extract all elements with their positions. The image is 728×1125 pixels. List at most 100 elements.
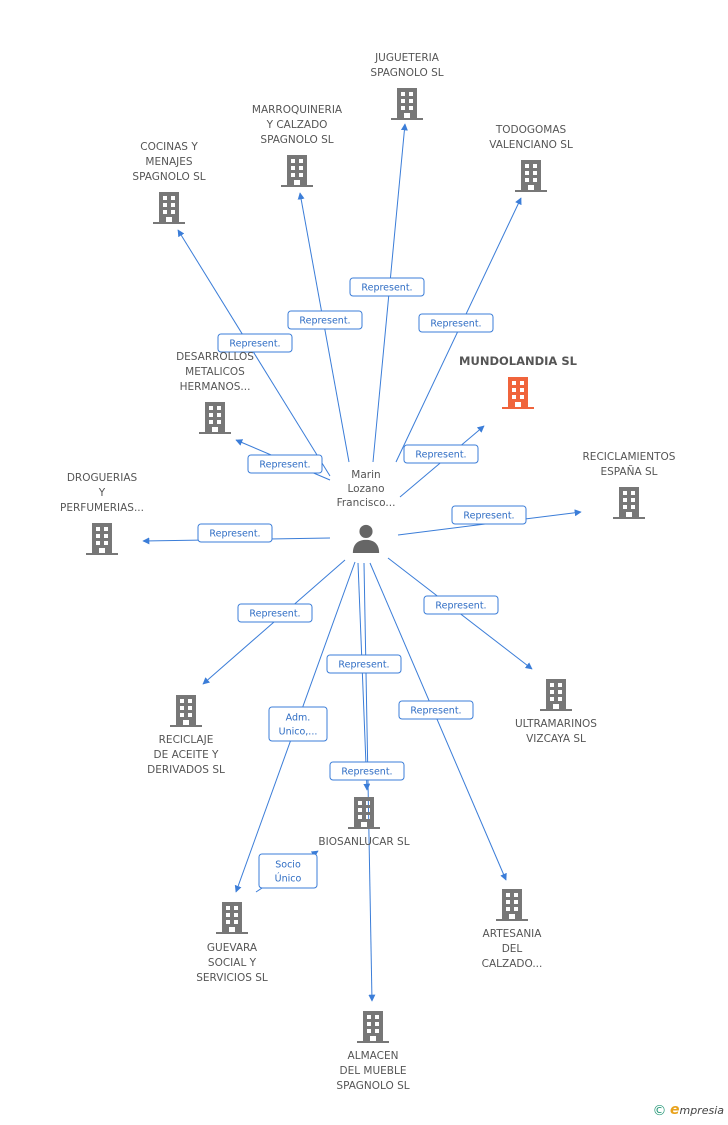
company-name-line: ESPAÑA SL: [600, 465, 657, 478]
relation-label-text: Represent.: [361, 283, 412, 294]
building-icon: [86, 523, 118, 555]
brand-name: mpresia: [679, 1104, 724, 1117]
company-name-line: SOCIAL Y: [208, 957, 257, 969]
company-name-line: COCINAS Y: [140, 141, 198, 153]
company-node-artesania[interactable]: ARTESANIADELCALZADO...: [482, 889, 543, 970]
relation-label-box: [197, 523, 273, 543]
company-node-marroquineria[interactable]: MARROQUINERIA Y CALZADO SPAGNOLO SL: [252, 104, 343, 187]
company-name-line: ARTESANIA: [483, 928, 543, 940]
company-name-line: HERMANOS...: [180, 381, 251, 393]
building-icon: [153, 192, 185, 224]
company-name-line: DERIVADOS SL: [147, 764, 225, 776]
building-icon: [357, 1011, 389, 1043]
company-name-line: Y: [98, 487, 106, 499]
relation-label[interactable]: Represent.: [403, 444, 479, 464]
relation-label[interactable]: Represent.: [287, 310, 363, 330]
relation-label[interactable]: Represent.: [217, 333, 293, 353]
relation-label[interactable]: Represent.: [418, 313, 494, 333]
relation-label[interactable]: Represent.: [398, 700, 474, 720]
person-name-line: Marin: [351, 469, 380, 481]
building-icon: [199, 402, 231, 434]
company-name-line: DEL MUEBLE: [340, 1065, 407, 1077]
relation-label[interactable]: Represent.: [451, 505, 527, 525]
relation-label-text: Represent.: [259, 460, 310, 471]
building-icon: [216, 902, 248, 934]
company-name-line: RECICLAMIENTOS: [583, 451, 676, 463]
relation-label[interactable]: Adm. Unico,...: [268, 706, 328, 742]
building-icon: [540, 679, 572, 711]
relation-label-box: [326, 654, 402, 674]
relation-label[interactable]: Represent.: [326, 654, 402, 674]
relation-label-text: Socio: [275, 860, 301, 871]
company-name-line: ULTRAMARINOS: [515, 718, 597, 730]
relation-label-box: [217, 333, 293, 353]
relation-label[interactable]: Represent.: [197, 523, 273, 543]
relation-label-box: [418, 313, 494, 333]
person-name-line: Francisco...: [337, 497, 396, 509]
company-name-line: Y CALZADO: [266, 119, 328, 131]
copyright-symbol: ©: [652, 1103, 667, 1119]
person-node-center[interactable]: MarinLozanoFrancisco...: [337, 469, 396, 553]
person-icon: [352, 524, 380, 553]
relation-label-box: [423, 595, 499, 615]
company-name-line: SERVICIOS SL: [196, 972, 268, 984]
relation-label-text: Unico,...: [279, 727, 318, 738]
building-icon: [348, 797, 380, 829]
relation-label-text: Adm.: [286, 713, 311, 724]
relation-label-box: [247, 454, 323, 474]
edge-line-artesania: [369, 562, 507, 881]
relation-label-text: Represent.: [229, 339, 280, 350]
relation-label-box: [349, 277, 425, 297]
company-name-line: RECICLAJE: [159, 734, 214, 746]
relation-label-text: Represent.: [299, 316, 350, 327]
relation-label-box: [237, 603, 313, 623]
relation-label-text: Represent.: [463, 511, 514, 522]
relation-label-box: [398, 700, 474, 720]
company-name-line: GUEVARA: [207, 942, 258, 954]
building-icon: [502, 377, 534, 409]
company-node-desarrollos[interactable]: DESARROLLOS METALICOS HERMANOS...: [176, 351, 254, 434]
relation-label-text: Represent.: [430, 319, 481, 330]
relation-label-text: Represent.: [338, 660, 389, 671]
company-name-line: SPAGNOLO SL: [260, 134, 333, 146]
company-name-line: PERFUMERIAS...: [60, 502, 144, 514]
company-name-line: METALICOS: [185, 366, 245, 378]
company-name-line: ALMACEN: [348, 1050, 399, 1062]
relation-label-box: [451, 505, 527, 525]
company-name-line: DE ACEITE Y: [154, 749, 220, 761]
relation-label[interactable]: Represent.: [349, 277, 425, 297]
edge-labels: Represent. Represent. Represent. Represent.…: [197, 277, 527, 889]
building-icon: [170, 695, 202, 727]
relation-label-text: Represent.: [209, 529, 260, 540]
building-icon: [613, 487, 645, 519]
relation-label-box: [268, 706, 328, 742]
relation-label-box: [329, 761, 405, 781]
relation-label[interactable]: Represent.: [423, 595, 499, 615]
company-name-line: MUNDOLANDIA SL: [459, 354, 578, 368]
company-node-guevara[interactable]: GUEVARA SOCIAL Y SERVICIOS SL: [196, 902, 268, 984]
company-node-biosanlucar[interactable]: BIOSANLUCAR SL: [318, 797, 410, 848]
company-node-droguerias[interactable]: DROGUERIASYPERFUMERIAS...: [60, 472, 144, 555]
relation-label-text: Represent.: [415, 450, 466, 461]
company-node-reciclaje[interactable]: RECICLAJE DE ACEITE Y DERIVADOS SL: [147, 695, 225, 776]
relation-label-text: Represent.: [249, 609, 300, 620]
company-node-reciclamientos[interactable]: RECICLAMIENTOS ESPAÑA SL: [583, 451, 676, 519]
relation-label[interactable]: Represent.: [237, 603, 313, 623]
company-name-line: DESARROLLOS: [176, 351, 254, 363]
company-name-line: SPAGNOLO SL: [132, 171, 205, 183]
edge-line-cocinas: [177, 229, 331, 477]
company-name-line: TODOGOMAS: [495, 124, 567, 136]
relation-label[interactable]: Represent.: [247, 454, 323, 474]
company-node-mundolandia[interactable]: MUNDOLANDIA SL: [459, 354, 578, 409]
relation-label[interactable]: Represent.: [329, 761, 405, 781]
relation-label-box: [403, 444, 479, 464]
company-name-line: CALZADO...: [482, 958, 543, 970]
company-name-line: MARROQUINERIA: [252, 104, 343, 116]
building-icon: [496, 889, 528, 921]
